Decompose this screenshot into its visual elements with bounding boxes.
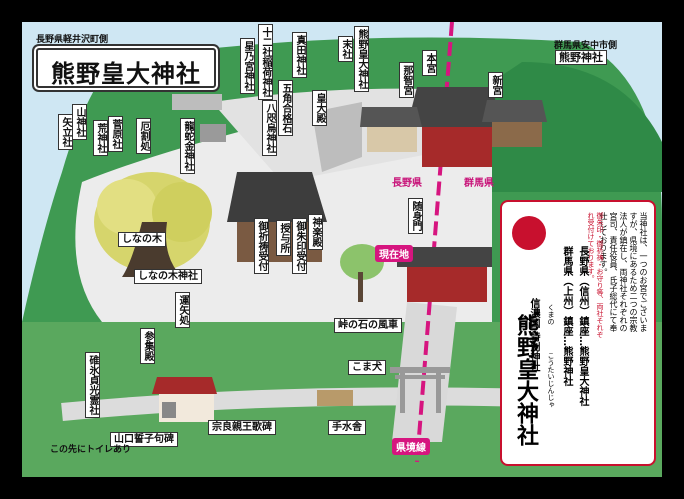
zuishin-label: 随身門 bbox=[408, 198, 423, 234]
juniyashiro-label: 十二社稲荷神社 bbox=[258, 24, 273, 100]
kodama-label: 龍蛇金神社 bbox=[180, 118, 195, 174]
info-panel: 当神社は、一つのお宮でございますが、県境にあるため二つの宗教法人が鎮在し、両神社… bbox=[500, 200, 656, 466]
sanada-label: 真田神社 bbox=[292, 32, 307, 78]
komainu-label: こま犬 bbox=[348, 360, 386, 375]
suga-label: 菅原社 bbox=[108, 116, 123, 152]
info-shrine-name: 熊野皇大神社 bbox=[513, 314, 539, 446]
title-box: 熊野皇大神社 bbox=[36, 48, 216, 88]
nachinomiya-label: 那智宮 bbox=[399, 62, 414, 98]
juyosho-label: 授与所 bbox=[276, 220, 291, 256]
kenkyosen-badge: 県境線 bbox=[392, 438, 430, 455]
yamaguchi-label: 山口誓子句碑 bbox=[110, 432, 178, 447]
current-location-badge: 現在地 bbox=[375, 245, 413, 262]
page-title: 熊野皇大神社 bbox=[51, 59, 201, 88]
temizuya-label: 手水舎 bbox=[328, 420, 366, 435]
kagura-label: 神楽殿 bbox=[308, 214, 323, 250]
honmiya-label: 本宮 bbox=[422, 50, 437, 76]
keiyasha-label: 末社 bbox=[338, 36, 353, 62]
sanshu-hall bbox=[152, 377, 217, 422]
kitou-label: 御祈祷受付 bbox=[254, 218, 269, 274]
gunma-side-label: 群馬県安中市側 bbox=[554, 41, 618, 51]
crest-emblem bbox=[512, 216, 546, 250]
arashi-label: 荒神社 bbox=[93, 120, 108, 156]
small-shrines bbox=[172, 94, 222, 110]
yaseki-label: 矢立社 bbox=[58, 114, 73, 150]
sanshuden-label: 参集殿 bbox=[140, 328, 155, 364]
temizuya-roof bbox=[317, 390, 353, 406]
shinanoki-jinja-label: しなの木神社 bbox=[134, 269, 202, 284]
small-tree bbox=[340, 244, 384, 280]
shinanoki-tree bbox=[94, 172, 212, 277]
kotaiden-label: 皇大殿 bbox=[312, 90, 327, 126]
small-shrine-2 bbox=[200, 124, 226, 142]
yatate-label: 運矢処 bbox=[175, 292, 190, 328]
info-furigana-a: くまの bbox=[547, 304, 555, 325]
stone-monument bbox=[162, 402, 176, 418]
shrine-grounds-map: 長野県軽井沢町側 熊野皇大神社 群馬県安中市側 熊野神社 星乃宮神社 十二社稲荷… bbox=[22, 22, 662, 477]
nagano-ken-label: 長野県 bbox=[392, 178, 422, 189]
kumano-sessha-label: 熊野皇大神社 bbox=[354, 26, 369, 92]
goroku-label: 五角合格石 bbox=[278, 80, 293, 136]
munenaga-label: 宗良親王歌碑 bbox=[208, 420, 276, 435]
zuishin-gate bbox=[397, 247, 492, 302]
hattenjin-label: 八咫烏神社 bbox=[262, 100, 277, 156]
toilet-note: この先にトイレあり bbox=[50, 445, 132, 455]
info-furigana-b: こうたいじんじゃ bbox=[547, 352, 555, 408]
info-body: 当神社は、一つのお宮でございますが、県境にあるため二つの宗教法人が鎮在し、両神社… bbox=[599, 212, 648, 332]
yamanokami-label: 山神社 bbox=[72, 104, 87, 140]
shinanoki-label: しなの木 bbox=[118, 232, 166, 247]
kogaki-label: 厄割処 bbox=[136, 118, 151, 154]
info-tagline: 信濃国 特別神社 bbox=[528, 298, 539, 372]
goshuin-label: 御朱印受付 bbox=[292, 218, 307, 274]
main-sanctuary bbox=[407, 87, 502, 167]
hoshinomiya-label: 星乃宮神社 bbox=[240, 38, 255, 94]
shingu-label: 新宮 bbox=[488, 72, 503, 98]
shingu-shrine bbox=[482, 100, 547, 147]
right-bank bbox=[492, 62, 662, 192]
nachi-shrine bbox=[360, 107, 422, 152]
gunma-shrine-label: 熊野神社 bbox=[555, 50, 607, 65]
torii-gate bbox=[390, 367, 450, 413]
info-gunma-line: 群馬県（上州）鎮座…熊野神社 bbox=[561, 246, 572, 386]
stone-label: 峠の石の風車 bbox=[334, 318, 402, 333]
info-nagano-line: 長野県（信州）鎮座…熊野皇大神社 bbox=[577, 246, 588, 406]
usui-label: 碓氷貞光霊社 bbox=[85, 352, 100, 418]
info-note: 御朱印・御祈祷・お守り等、両社それぞれ受付けております。 bbox=[587, 212, 604, 338]
nagano-side-label: 長野県軽井沢町側 bbox=[36, 35, 109, 45]
gunma-ken-label: 群馬県 bbox=[464, 178, 494, 189]
